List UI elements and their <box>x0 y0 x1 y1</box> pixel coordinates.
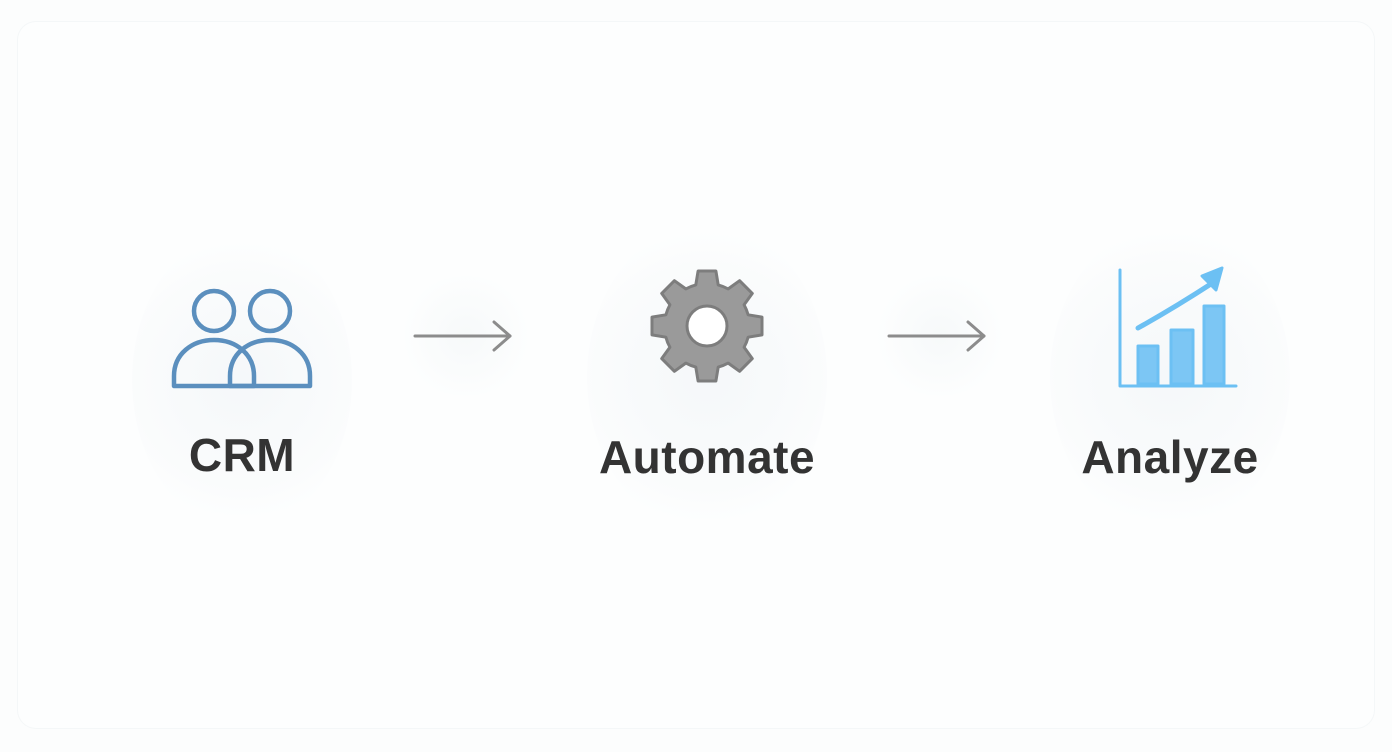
people-icon <box>171 288 313 389</box>
step-background <box>132 230 352 530</box>
step-automate: Automate <box>577 222 837 532</box>
gear-icon <box>650 269 764 383</box>
step-crm: CRM <box>112 230 372 530</box>
connector-1 <box>396 276 536 396</box>
step-label-crm: CRM <box>188 429 296 481</box>
arrow-right-icon <box>413 320 512 352</box>
step-label-analyze: Analyze <box>1081 431 1259 483</box>
bar-chart-growth-icon <box>1118 266 1238 388</box>
connector-2 <box>870 276 1010 396</box>
step-label-automate: Automate <box>598 431 816 483</box>
arrow-right-icon <box>887 320 986 352</box>
step-analyze: Analyze <box>1040 222 1300 532</box>
